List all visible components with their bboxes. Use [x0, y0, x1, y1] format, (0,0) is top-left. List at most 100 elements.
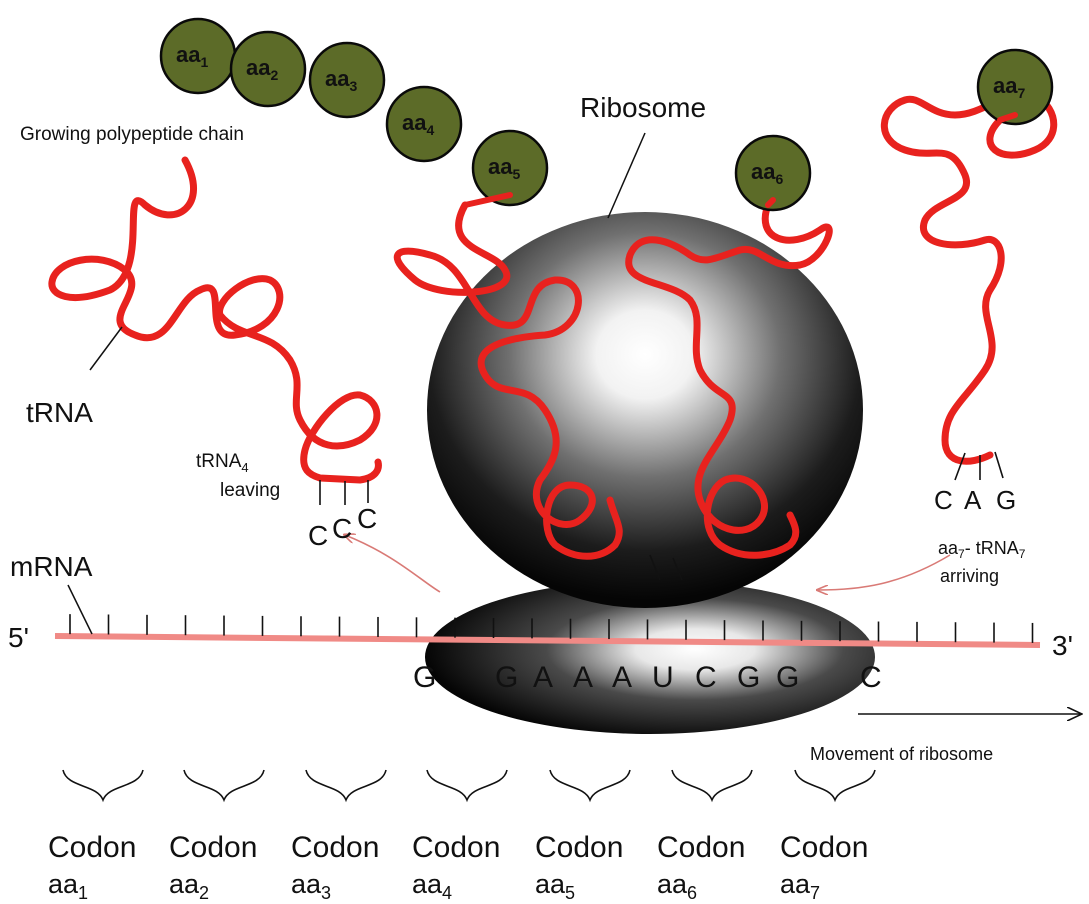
amino-acid-base: aa [325, 66, 350, 91]
trna4-leaving-text: tRNA [196, 451, 242, 472]
anticodon-base: C [332, 513, 352, 544]
amino-acid-sub: 2 [270, 67, 278, 83]
codon-name: Codon [657, 831, 745, 864]
trna-arriving [884, 93, 1053, 461]
codon-2: Codon aa2 [169, 770, 264, 903]
codon-aa-sub: 5 [565, 883, 575, 903]
trna-pointer [90, 327, 122, 370]
codon-brace [63, 770, 143, 800]
amino-acid-base: aa [246, 55, 271, 80]
codon-brace [672, 770, 752, 800]
amino-acid-sub: 6 [775, 171, 783, 187]
codon-aa-base: aa [291, 869, 322, 899]
codon-name: Codon [48, 831, 136, 864]
arriving-trna-sub: 7 [1019, 547, 1026, 561]
five-prime-label: 5' [8, 622, 29, 653]
codon-name: Codon [535, 831, 623, 864]
trna4-leaving-sub: 4 [241, 460, 248, 475]
codon-aa-label: aa4 [412, 869, 452, 903]
amino-acid-base: aa [993, 73, 1018, 98]
arriving-aa: aa [938, 538, 959, 558]
leaving-arrow [345, 535, 440, 592]
codon-aa-base: aa [412, 869, 443, 899]
amino-acid-base: aa [488, 154, 513, 179]
three-prime-label: 3' [1052, 630, 1073, 661]
codon-name: Codon [291, 831, 379, 864]
trna4-leaving-label-line2: leaving [220, 480, 280, 501]
codon-name: Codon [412, 831, 500, 864]
codon-aa-label: aa7 [780, 869, 820, 903]
amino-acid-1: aa1 [161, 19, 235, 93]
codon-aa-base: aa [535, 869, 566, 899]
codon-brace [306, 770, 386, 800]
codon-aa-sub: 1 [78, 883, 88, 903]
codon-brace [427, 770, 507, 800]
movement-label: Movement of ribosome [810, 744, 993, 764]
codon-brace [184, 770, 264, 800]
arriving-label-line2: arriving [940, 566, 999, 586]
mrna-base: A [573, 661, 593, 694]
amino-acid-3: aa3 [310, 43, 384, 117]
mrna-base: A [612, 661, 632, 694]
codon-aa-base: aa [780, 869, 811, 899]
mrna-label: mRNA [10, 551, 93, 582]
mrna-base: G [737, 661, 760, 694]
anticodon-base: C [934, 485, 953, 515]
mrna-base: G [776, 661, 799, 694]
codon-3: Codon aa3 [291, 770, 386, 903]
ribosome-large-subunit [427, 212, 863, 608]
amino-acid-sub: 7 [1017, 85, 1025, 101]
codon-aa-label: aa3 [291, 869, 331, 903]
codon-aa-label: aa6 [657, 869, 697, 903]
mrna-base: G [495, 661, 518, 694]
codon-name: Codon [169, 831, 257, 864]
codon-1: Codon aa1 [48, 770, 143, 903]
amino-acid-base: aa [751, 159, 776, 184]
amino-acid-base: aa [402, 110, 427, 135]
codon-aa-base: aa [169, 869, 200, 899]
codon-brace [550, 770, 630, 800]
codon-5: Codon aa5 [535, 770, 630, 903]
amino-acid-4: aa4 [387, 87, 461, 161]
amino-acid-2: aa2 [231, 32, 305, 106]
codon-name: Codon [780, 831, 868, 864]
codon-aa-label: aa5 [535, 869, 575, 903]
anticodon-base: C [308, 520, 328, 551]
amino-acid-sub: 4 [426, 122, 434, 138]
codon-aa-label: aa2 [169, 869, 209, 903]
codon-7: Codon aa7 [780, 770, 875, 903]
anticodon-prongs-leaving [320, 480, 368, 505]
codon-labels: Codonaa1Codonaa2Codonaa3Codonaa4Codonaa5… [48, 770, 875, 903]
codon-aa-sub: 4 [442, 883, 452, 903]
codon-aa-sub: 6 [687, 883, 697, 903]
trna-label: tRNA [26, 397, 93, 428]
ribosome-label: Ribosome [580, 92, 706, 123]
codon-aa-sub: 7 [810, 883, 820, 903]
ribosome-pointer [608, 133, 645, 218]
amino-acid-sub: 1 [200, 54, 208, 70]
codon-aa-base: aa [48, 869, 79, 899]
aa6-trna-link [768, 200, 773, 205]
trna4-leaving-label: tRNA4 [196, 451, 249, 475]
codon-6: Codon aa6 [657, 770, 752, 903]
amino-acid-base: aa [176, 42, 201, 67]
codon-aa-sub: 2 [199, 883, 209, 903]
codon-aa-label: aa1 [48, 869, 88, 903]
mrna-base: G [413, 661, 436, 694]
mrna-pointer [68, 585, 92, 634]
trna-leaving [52, 160, 379, 480]
arriving-label: aa7- tRNA7 [938, 538, 1026, 561]
arriving-trna: - tRNA [965, 538, 1019, 558]
codon-aa-base: aa [657, 869, 688, 899]
codon-4: Codon aa4 [412, 770, 507, 903]
mrna-base: C [860, 661, 882, 694]
codon-aa-sub: 3 [321, 883, 331, 903]
codon-brace [795, 770, 875, 800]
mrna-base: A [533, 661, 553, 694]
mrna-base: U [652, 661, 674, 694]
amino-acid-sub: 3 [349, 78, 357, 94]
arriving-arrow [818, 555, 950, 590]
